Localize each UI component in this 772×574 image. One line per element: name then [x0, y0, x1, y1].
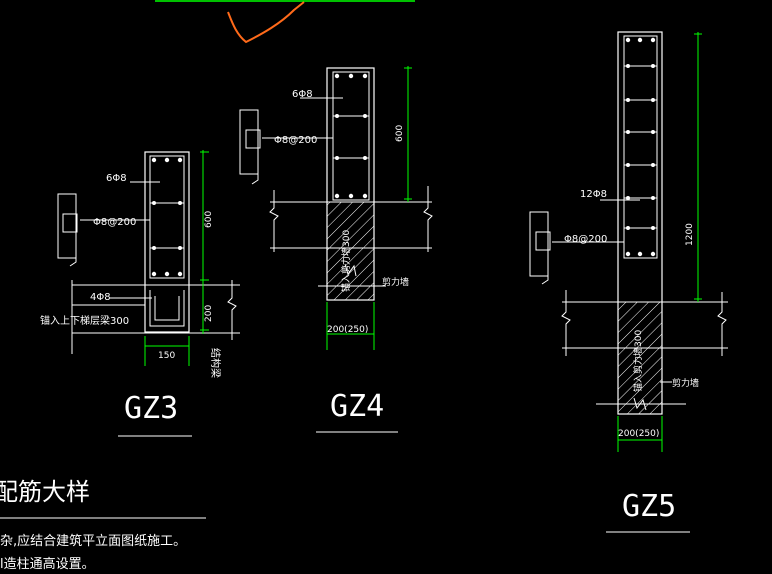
gz5-detail: 12Φ8 Φ8@200 1200 锚入剪力墙300 剪力墙 200(250) G…	[529, 31, 728, 533]
gz3-anchor-note: 锚入上下梯层梁300	[40, 314, 129, 327]
gz3-stirrup-label: Φ8@200	[93, 217, 136, 228]
gz3-dim-width: 150	[158, 351, 175, 361]
gz5-embed-note: 锚入剪力墙300	[632, 330, 644, 392]
gz3-rebar-top-label: 6Φ8	[106, 173, 127, 184]
gz3-rebar-cage	[149, 155, 185, 279]
gz3-rebar-dots	[151, 157, 183, 277]
gz3-dim-600: 600	[204, 211, 214, 228]
gz5-dimensions	[617, 32, 702, 452]
gz4-break-symbol	[423, 186, 433, 252]
gz5-rebar-label: 12Φ8	[580, 189, 607, 200]
gz4-dim-600: 600	[395, 125, 405, 142]
gz3-side-note: 结构梁	[209, 348, 222, 378]
gz4-dim-width: 200(250)	[327, 325, 368, 335]
gz4-dimensions	[326, 66, 412, 350]
gz5-break-symbol	[561, 290, 571, 356]
gz5-wall-note: 剪力墙	[672, 377, 699, 389]
gz3-title: GZ3	[124, 391, 178, 426]
gz5-break-symbol	[717, 292, 727, 356]
gz5-dim-1200: 1200	[685, 223, 695, 246]
orange-sketch-mark	[227, 1, 305, 44]
gz5-title: GZ5	[622, 489, 676, 524]
gz3-rebar-bottom-label: 4Φ8	[90, 292, 111, 303]
gz3-stirrup-icon	[57, 193, 77, 259]
gz3-dimensions	[144, 150, 209, 366]
gz3-bottom-bars	[149, 290, 185, 327]
gz5-embed-hatch	[617, 301, 663, 415]
gz4-rebar-label: 6Φ8	[292, 89, 313, 100]
gz4-stirrup-label: Φ8@200	[274, 135, 317, 146]
note-line-1: 杂,应结合建筑平立面图纸施工。	[0, 533, 186, 549]
gz4-break-symbol	[269, 190, 279, 252]
gz5-stirrups	[624, 65, 657, 229]
gz4-title: GZ4	[330, 389, 384, 424]
gz5-break-mark	[633, 397, 647, 411]
gz5-dim-width: 200(250)	[618, 429, 659, 439]
gz3-detail: 6Φ8 Φ8@200 4Φ8 锚入上下梯层梁300 600 200 150 结构…	[40, 150, 240, 437]
gz4-detail: 6Φ8 Φ8@200 600 锚入剪力墙300 剪力墙 200(250) GZ4	[239, 66, 433, 433]
gz4-rebar-dots	[334, 73, 368, 199]
gz5-stirrup-icon	[529, 211, 549, 277]
note-line-2: l造柱通高设置。	[0, 556, 95, 572]
gz3-break-symbol	[227, 280, 237, 340]
gz5-rebar-cage	[623, 35, 658, 259]
gz5-stirrup-icon-inner	[535, 231, 551, 251]
gz3-dim-200: 200	[204, 305, 214, 322]
gz4-rebar-cage	[332, 71, 370, 201]
gz5-stirrup-label: Φ8@200	[564, 234, 607, 245]
gz5-rebar-dots	[625, 37, 656, 257]
gz4-stirrup-icon-inner	[245, 129, 261, 149]
gz4-stirrup-icon	[239, 109, 259, 175]
gz3-column-outline	[144, 151, 190, 333]
gz4-break-mark	[344, 263, 357, 277]
gz4-wall-note: 剪力墙	[382, 276, 409, 288]
gz3-stirrup-icon-inner	[62, 213, 78, 233]
gz4-embed-note: 锚入剪力墙300	[340, 230, 352, 292]
section-title: 配筋大样	[0, 478, 90, 506]
